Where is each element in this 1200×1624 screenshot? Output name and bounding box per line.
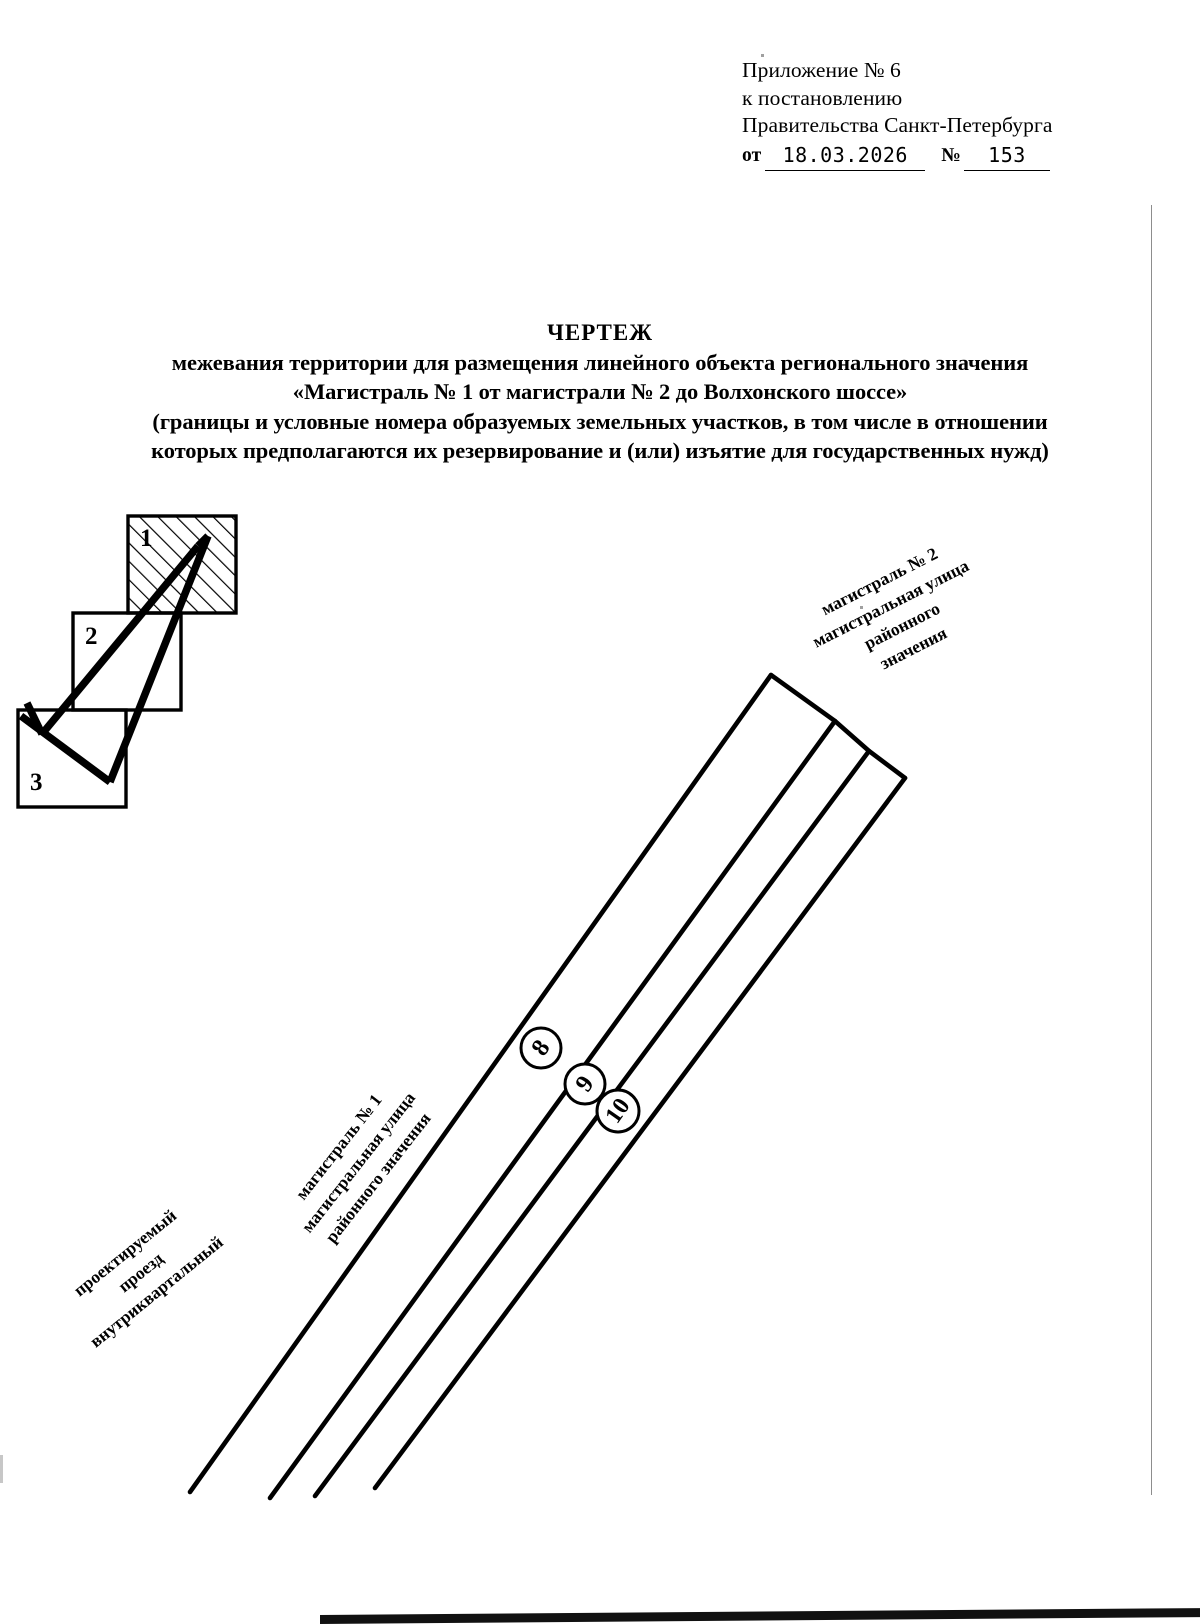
main-corridor bbox=[187, 672, 908, 1501]
inset-road-line bbox=[18, 533, 212, 786]
resolution-reference: к постановлению bbox=[742, 85, 903, 110]
resolution-date-value: 18.03.2026 bbox=[765, 142, 926, 171]
date-label: от bbox=[742, 144, 762, 166]
scan-edge-right bbox=[1151, 205, 1152, 1495]
corridor-cap-northeast bbox=[768, 672, 908, 781]
inset-key-map: 1 2 3 bbox=[16, 514, 238, 809]
scan-edge-bottom bbox=[320, 1608, 1200, 1624]
appendix-number: Приложение № 6 bbox=[742, 58, 901, 82]
scan-speck bbox=[761, 54, 764, 57]
title-line-4: (границы и условные номера образуемых зе… bbox=[152, 408, 1048, 434]
parcel-callout-8[interactable]: 8 bbox=[519, 1026, 563, 1070]
scan-edge-left bbox=[0, 1455, 3, 1483]
corridor-line-outer-west bbox=[187, 672, 774, 1495]
title-line-5: которых предполагаются их резервирование… bbox=[151, 438, 1049, 463]
map-svg-canvas: 1 2 3 8 bbox=[16, 514, 908, 1501]
drawing-title: ЧЕРТЕЖ межевания территории для размещен… bbox=[0, 318, 1200, 466]
parcel-callout-9[interactable]: 9 bbox=[563, 1062, 607, 1106]
parcel-callout-10[interactable]: 10 bbox=[595, 1088, 641, 1134]
resolution-number-value: 153 bbox=[963, 142, 1050, 171]
resolution-stamp-row: от 18.03.2026 № 153 bbox=[742, 142, 1142, 171]
parcel-callouts: 8 9 10 bbox=[519, 1026, 641, 1134]
scan-speck bbox=[860, 606, 863, 609]
authority-name: Правительства Санкт-Петербурга bbox=[742, 113, 1053, 137]
inset-box-1-label: 1 bbox=[140, 525, 153, 552]
inset-box-3-label: 3 bbox=[30, 769, 43, 796]
corridor-line-outer-east bbox=[372, 775, 908, 1491]
inset-box-2-label: 2 bbox=[85, 623, 98, 650]
parcel-10-circle bbox=[595, 1088, 641, 1134]
corridor-line-third bbox=[312, 748, 872, 1499]
parcel-9-circle bbox=[563, 1062, 607, 1106]
corridor-line-second bbox=[267, 718, 838, 1501]
inset-box-3-rect bbox=[16, 708, 128, 809]
number-label: № bbox=[941, 144, 961, 166]
title-line-2: межевания территории для размещения лине… bbox=[171, 349, 1029, 375]
appendix-header: Приложение № 6 к постановлению Правитель… bbox=[742, 57, 1142, 171]
parcel-8-circle bbox=[519, 1026, 563, 1070]
title-line-3: «Магистраль № 1 от магистрали № 2 до Вол… bbox=[292, 379, 908, 404]
map-drawing: 1 2 3 8 bbox=[0, 470, 1200, 1530]
title-line-1: ЧЕРТЕЖ bbox=[547, 320, 653, 345]
